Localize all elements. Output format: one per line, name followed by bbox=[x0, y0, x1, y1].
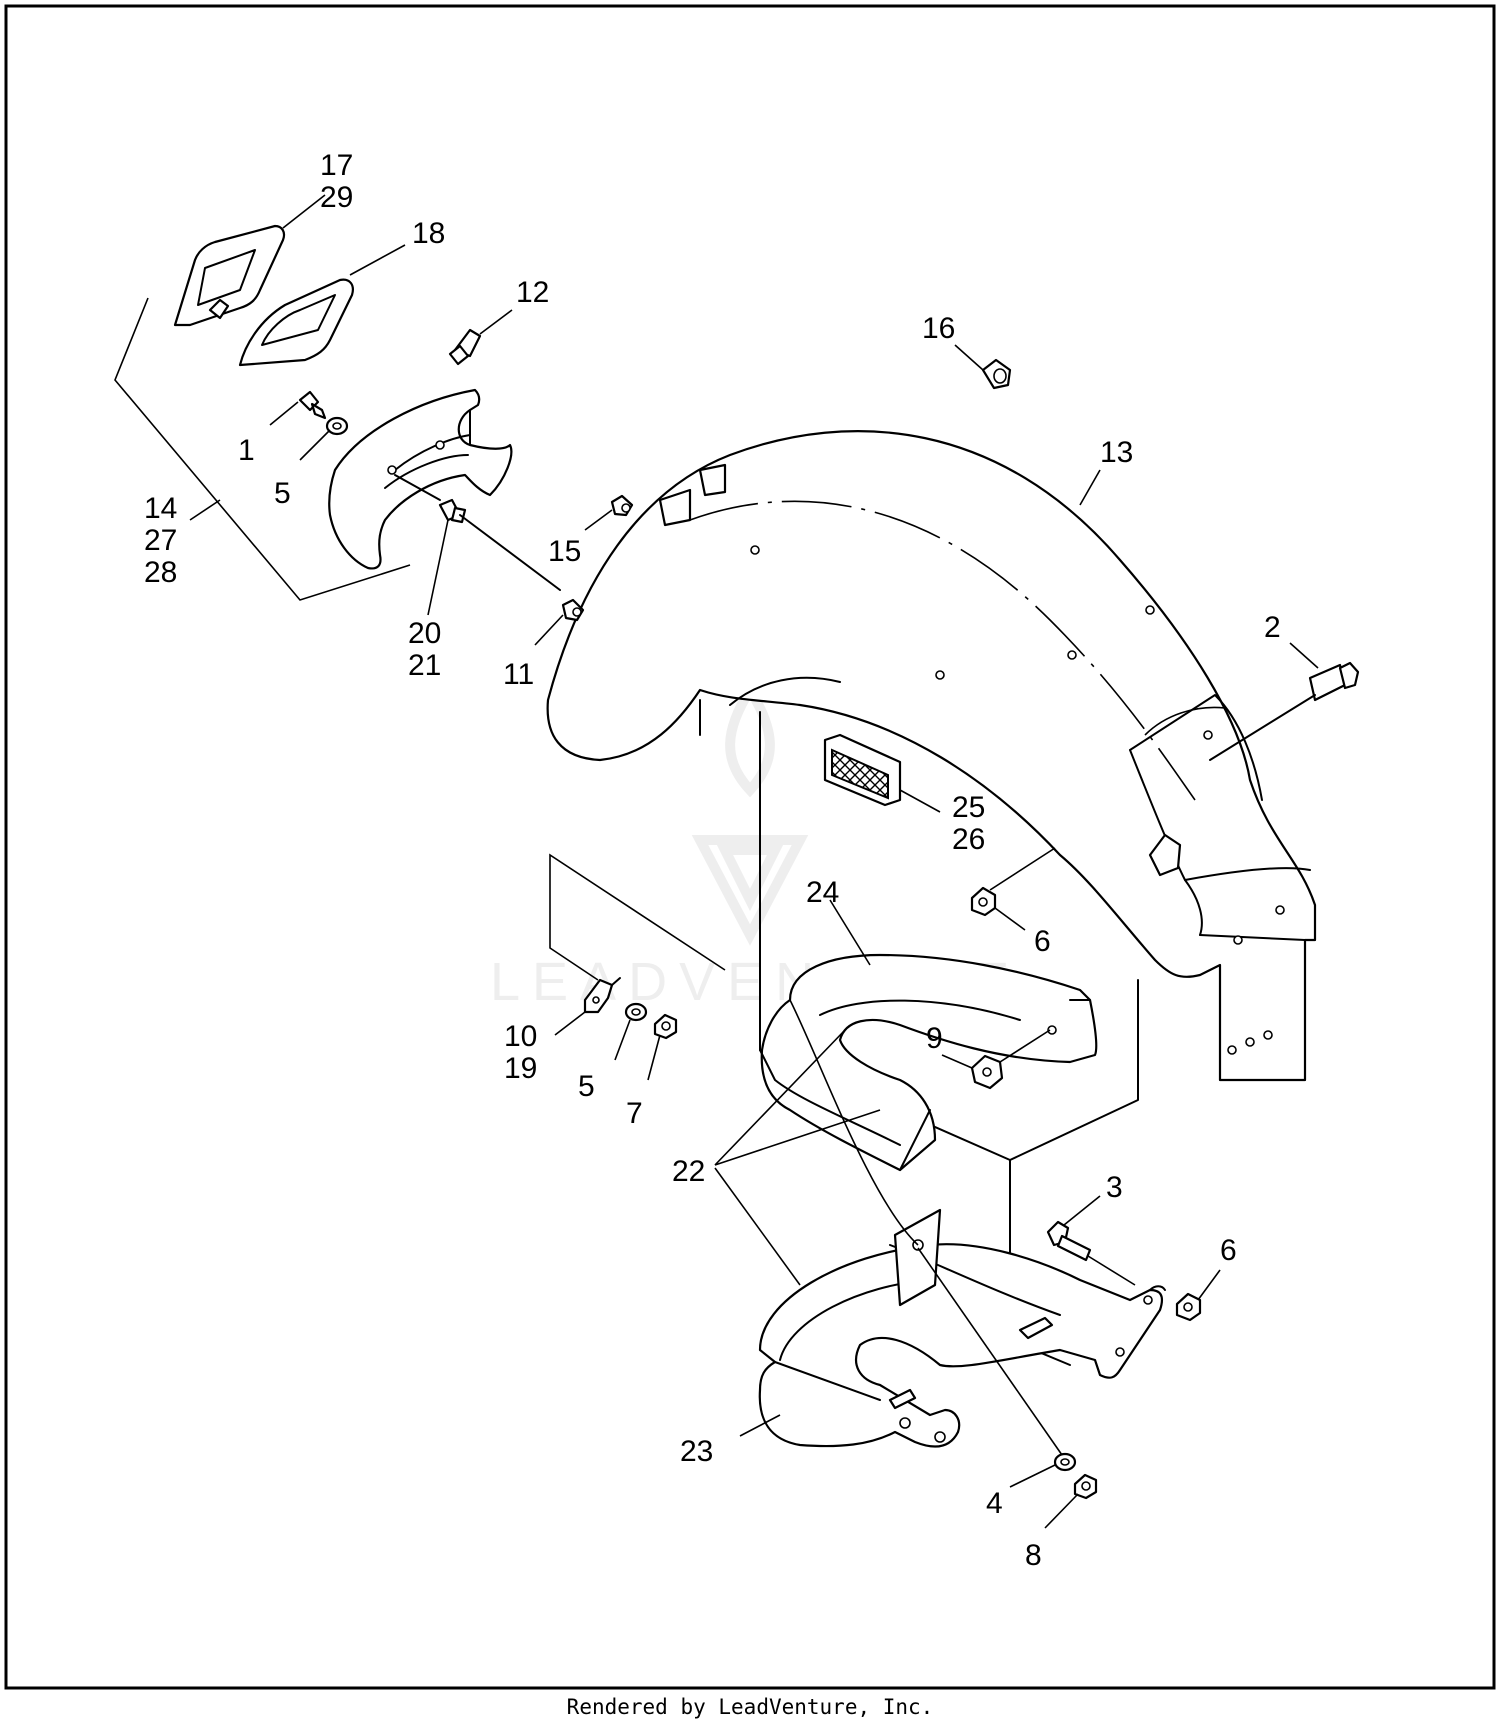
nut-6a bbox=[970, 886, 997, 917]
tail-lamp-housing-14 bbox=[328, 388, 513, 570]
nut-9 bbox=[970, 1054, 1004, 1090]
callout-12: 12 bbox=[516, 276, 549, 309]
callout-7: 7 bbox=[626, 1097, 643, 1130]
nut-7 bbox=[653, 1013, 678, 1040]
callout-24: 24 bbox=[806, 876, 839, 909]
screw-1 bbox=[298, 390, 327, 420]
callout-5b: 5 bbox=[578, 1070, 595, 1103]
nut-8 bbox=[1073, 1473, 1098, 1500]
guard-rail-23 bbox=[758, 1208, 1166, 1448]
callout-8: 8 bbox=[1025, 1539, 1042, 1572]
wire-lead-20 bbox=[438, 498, 561, 591]
callout-23: 23 bbox=[680, 1435, 713, 1468]
grommet-16 bbox=[981, 358, 1012, 390]
callout-20: 20 bbox=[408, 617, 441, 650]
washer-5a bbox=[325, 416, 349, 436]
bolt-3 bbox=[1046, 1220, 1092, 1262]
callout-5a: 5 bbox=[274, 477, 291, 510]
washer-5b bbox=[624, 1002, 648, 1022]
callout-28: 28 bbox=[144, 556, 177, 589]
lamp-lens-17 bbox=[173, 224, 286, 327]
callout-22: 22 bbox=[672, 1155, 705, 1188]
washer-4 bbox=[1053, 1452, 1077, 1472]
callout-25: 25 bbox=[952, 791, 985, 824]
rail-support-24 bbox=[759, 953, 1098, 1172]
callout-18: 18 bbox=[412, 217, 445, 250]
reflector-25 bbox=[823, 733, 902, 807]
leader-lines bbox=[114, 194, 1319, 1529]
nut-6b bbox=[1175, 1292, 1202, 1322]
callout-9: 9 bbox=[926, 1022, 943, 1055]
callout-4: 4 bbox=[986, 1487, 1003, 1520]
callout-2: 2 bbox=[1264, 611, 1281, 644]
callout-10: 10 bbox=[504, 1020, 537, 1053]
callout-1: 1 bbox=[238, 434, 255, 467]
callout-6a: 6 bbox=[1034, 925, 1051, 958]
grommet-11 bbox=[561, 598, 585, 622]
rear-fender-13 bbox=[546, 430, 1317, 1366]
callout-19: 19 bbox=[504, 1052, 537, 1085]
callout-6b: 6 bbox=[1220, 1234, 1237, 1267]
callout-17: 17 bbox=[320, 149, 353, 182]
callout-3: 3 bbox=[1106, 1171, 1123, 1204]
callout-11: 11 bbox=[503, 658, 534, 691]
footer-credit: Rendered by LeadVenture, Inc. bbox=[567, 1695, 934, 1719]
callout-13: 13 bbox=[1100, 436, 1133, 469]
callout-15: 15 bbox=[548, 535, 581, 568]
grommet-15 bbox=[610, 494, 634, 517]
callout-14: 14 bbox=[144, 492, 177, 525]
callout-labels: 17 29 18 12 16 1 5 13 14 27 28 15 20 21 … bbox=[144, 149, 1281, 1572]
lamp-gasket-18 bbox=[238, 278, 354, 367]
diagram-border bbox=[4, 4, 1496, 1690]
bulb-12 bbox=[448, 328, 482, 366]
callout-26: 26 bbox=[952, 823, 985, 856]
callout-21: 21 bbox=[408, 649, 441, 682]
callout-16: 16 bbox=[922, 312, 955, 345]
callout-29: 29 bbox=[320, 181, 353, 214]
callout-27: 27 bbox=[144, 524, 177, 557]
bolt-2 bbox=[1209, 661, 1360, 761]
